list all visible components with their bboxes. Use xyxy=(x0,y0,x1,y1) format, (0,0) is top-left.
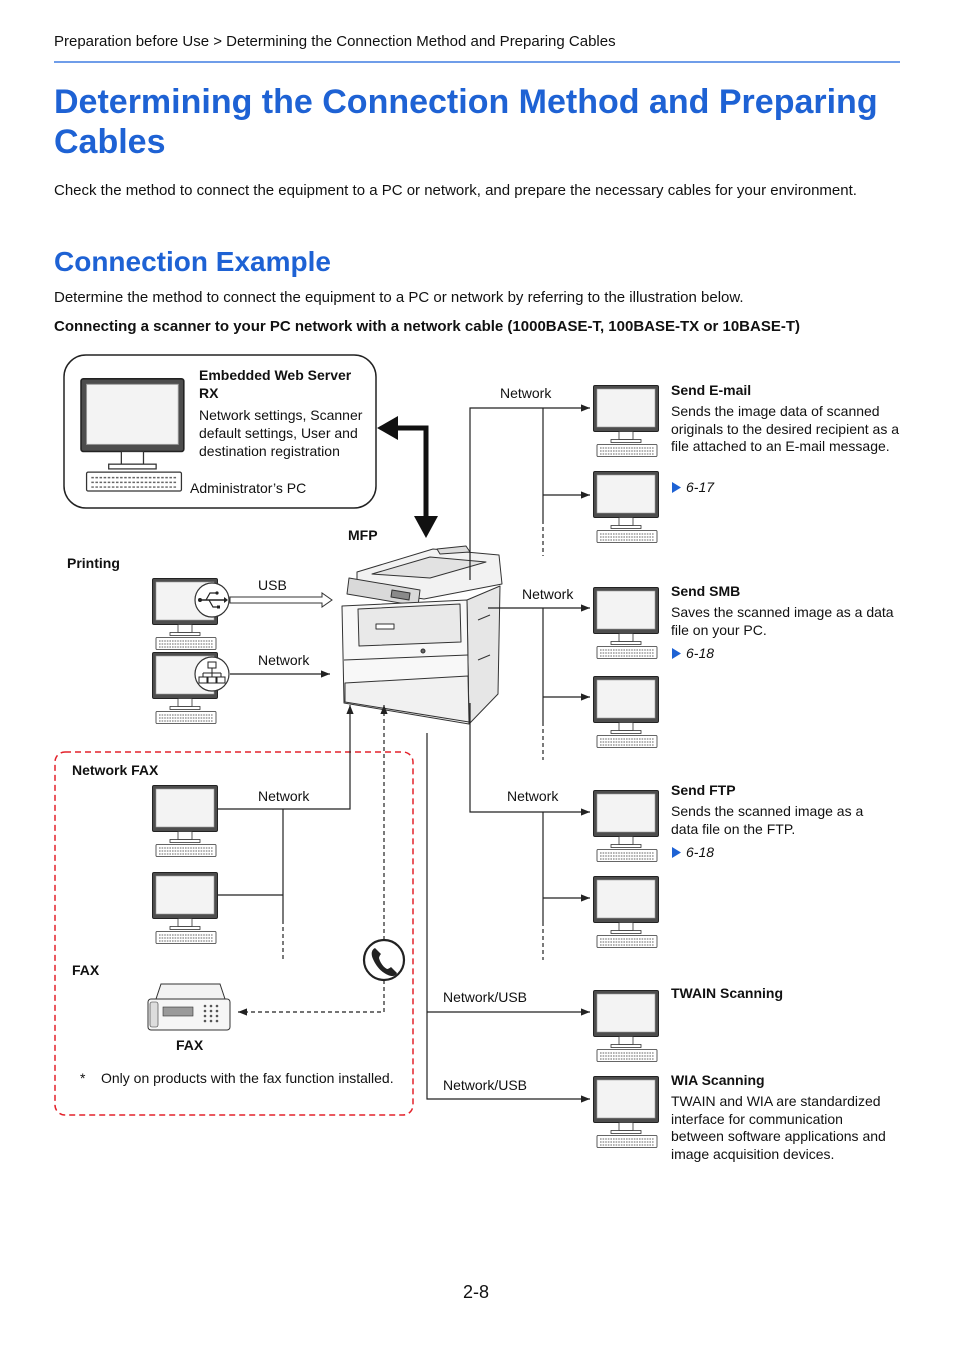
printing-network-label: Network xyxy=(258,652,310,668)
smb-pc-icon-1 xyxy=(593,587,659,659)
send-email-text: Sends the image data of scanned original… xyxy=(671,403,900,455)
breadcrumb[interactable]: Preparation before Use > Determining the… xyxy=(54,33,616,50)
usb-hollow-arrow xyxy=(229,592,333,608)
page-title: Determining the Connection Method and Pr… xyxy=(54,83,878,161)
intro-paragraph: Check the method to connect the equipmen… xyxy=(54,182,857,199)
email-pc-icon-2 xyxy=(593,471,659,543)
ftp-pc-icon-1 xyxy=(593,790,659,862)
wia-scanning-title: WIA Scanning xyxy=(671,1072,765,1088)
wia-connection-label: Network/USB xyxy=(443,1077,528,1093)
ftp-network-line xyxy=(469,703,590,816)
fax-device-label: FAX xyxy=(176,1037,204,1053)
fax-machine-icon xyxy=(147,983,231,1031)
send-email-ref-link[interactable]: 6-17 xyxy=(671,478,714,496)
wia-pc-icon xyxy=(593,1076,659,1148)
printing-usb-label: USB xyxy=(258,577,287,593)
wia-scanning-text: TWAIN and WIA are standardized interface… xyxy=(671,1093,886,1163)
fax-option-dashed-box xyxy=(54,751,414,1116)
netfax-pc-icon-2 xyxy=(152,872,218,944)
send-ftp-text: Sends the scanned image as a data file o… xyxy=(671,803,864,837)
header-rule xyxy=(54,61,900,63)
send-email-ref-page: 6-17 xyxy=(686,479,715,495)
netfax-pc-icon-1 xyxy=(152,785,218,857)
admin-pc-box xyxy=(63,354,377,509)
telephone-icon xyxy=(362,938,406,982)
admin-box-title: Embedded Web Server RX xyxy=(199,367,352,401)
admin-mfp-double-arrow xyxy=(377,416,438,538)
send-email-title: Send E-mail xyxy=(671,382,752,398)
network-fax-label: Network FAX xyxy=(72,762,159,778)
phone-line-to-fax xyxy=(238,980,385,1016)
email-connection-label: Network xyxy=(500,385,552,401)
ftp-pc-icon-2 xyxy=(593,876,659,948)
send-smb-ref-link[interactable]: 6-18 xyxy=(671,644,714,662)
send-ftp-ref-link[interactable]: 6-18 xyxy=(671,843,714,861)
ftp-connection-label: Network xyxy=(507,788,559,804)
printing-label: Printing xyxy=(67,555,120,571)
admin-pc-icon xyxy=(80,378,185,492)
email-network-line xyxy=(469,404,590,580)
fax-section-label: FAX xyxy=(72,962,100,978)
reference-arrow-icon xyxy=(672,482,681,493)
smb-pc-icon-2 xyxy=(593,676,659,748)
send-smb-text: Saves the scanned image as a data file o… xyxy=(671,604,894,638)
mfp-printer-illustration xyxy=(341,545,503,725)
footnote-mark: * xyxy=(80,1070,86,1086)
send-ftp-ref-page: 6-18 xyxy=(686,844,715,860)
section-heading: Connection Example xyxy=(54,246,331,277)
mfp-label: MFP xyxy=(348,527,378,543)
twain-connection-label: Network/USB xyxy=(443,989,528,1005)
wia-network-usb-line xyxy=(426,733,590,1103)
send-ftp-title: Send FTP xyxy=(671,782,736,798)
send-smb-title: Send SMB xyxy=(671,583,741,599)
usb-icon xyxy=(194,582,230,618)
smb-connection-label: Network xyxy=(522,586,574,602)
netfax-network-line xyxy=(218,705,354,810)
admin-box-text: Network settings, Scanner default settin… xyxy=(199,407,363,459)
send-smb-ref-page: 6-18 xyxy=(686,645,715,661)
twain-scanning-title: TWAIN Scanning xyxy=(671,985,783,1001)
reference-arrow-icon xyxy=(672,648,681,659)
section-subheading: Connecting a scanner to your PC network … xyxy=(54,318,801,335)
reference-arrow-icon xyxy=(672,847,681,858)
network-icon xyxy=(194,656,230,692)
netfax-branch-line xyxy=(218,809,284,920)
twain-pc-icon xyxy=(593,990,659,1062)
footnote-text: Only on products with the fax function i… xyxy=(101,1070,394,1086)
admin-pc-label: Administrator’s PC xyxy=(190,480,307,496)
network-fax-network-label: Network xyxy=(258,788,310,804)
page-number: 2-8 xyxy=(463,1282,490,1302)
email-pc-icon-1 xyxy=(593,385,659,457)
section-text: Determine the method to connect the equi… xyxy=(54,289,744,306)
